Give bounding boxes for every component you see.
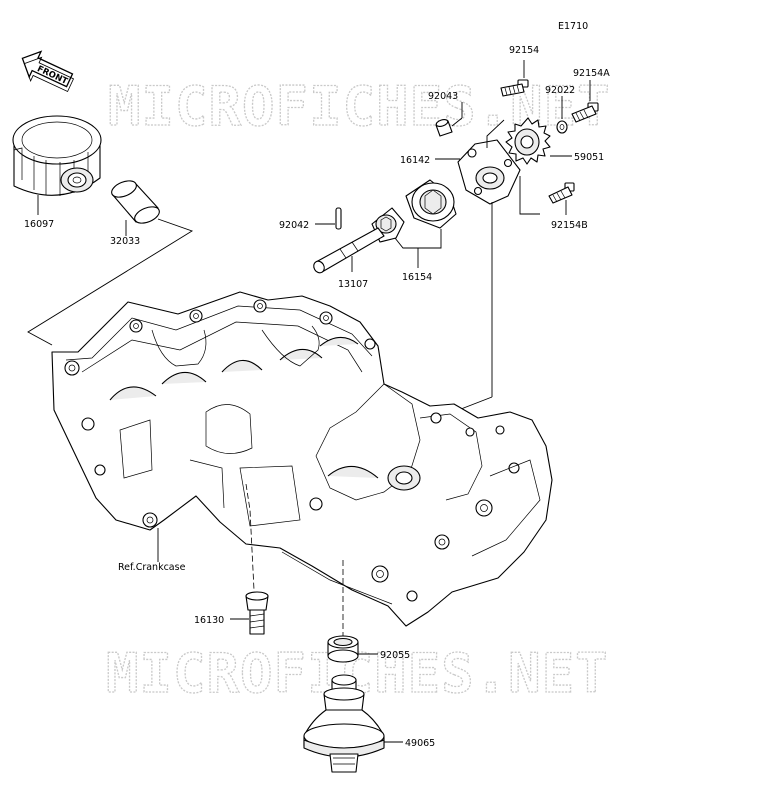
bolt-92154b[interactable]: [548, 182, 575, 204]
fitting-16130[interactable]: [245, 591, 269, 635]
label-92055: 92055: [380, 650, 410, 661]
label-92154: 92154: [509, 45, 539, 56]
label-16154: 16154: [402, 272, 432, 283]
bolt-92154[interactable]: [500, 79, 529, 97]
label-32033: 32033: [110, 236, 140, 247]
pin-92043[interactable]: [435, 118, 453, 137]
gear-59051[interactable]: [505, 117, 551, 165]
shaft-13107[interactable]: [312, 227, 385, 275]
crankcase-reference: [51, 291, 553, 627]
label-92042: 92042: [279, 220, 309, 231]
bolt-92154a[interactable]: [571, 102, 599, 123]
label-16097: 16097: [24, 219, 54, 230]
washer-92022[interactable]: [556, 120, 568, 134]
label-16130: 16130: [194, 615, 224, 626]
label-ref-crankcase: Ref.Crankcase: [118, 562, 186, 573]
pin-92042[interactable]: [335, 207, 342, 230]
diagram-code: E1710: [558, 21, 588, 32]
strainer-49065[interactable]: [303, 674, 385, 773]
rotor-assembly-16154[interactable]: [371, 179, 457, 243]
oil-filter-16097[interactable]: [12, 115, 102, 196]
label-92154b: 92154B: [551, 220, 588, 231]
label-59051: 59051: [574, 152, 604, 163]
oil-pump-body-16142[interactable]: [457, 139, 521, 205]
label-92043: 92043: [428, 91, 458, 102]
label-92022: 92022: [545, 85, 575, 96]
label-13107: 13107: [338, 279, 368, 290]
pipe-32033[interactable]: [109, 178, 161, 227]
front-arrow-icon: FRONT: [21, 50, 75, 93]
label-92154a: 92154A: [573, 68, 610, 79]
label-16142: 16142: [400, 155, 430, 166]
label-49065: 49065: [405, 738, 435, 749]
seal-92055[interactable]: [327, 635, 359, 663]
